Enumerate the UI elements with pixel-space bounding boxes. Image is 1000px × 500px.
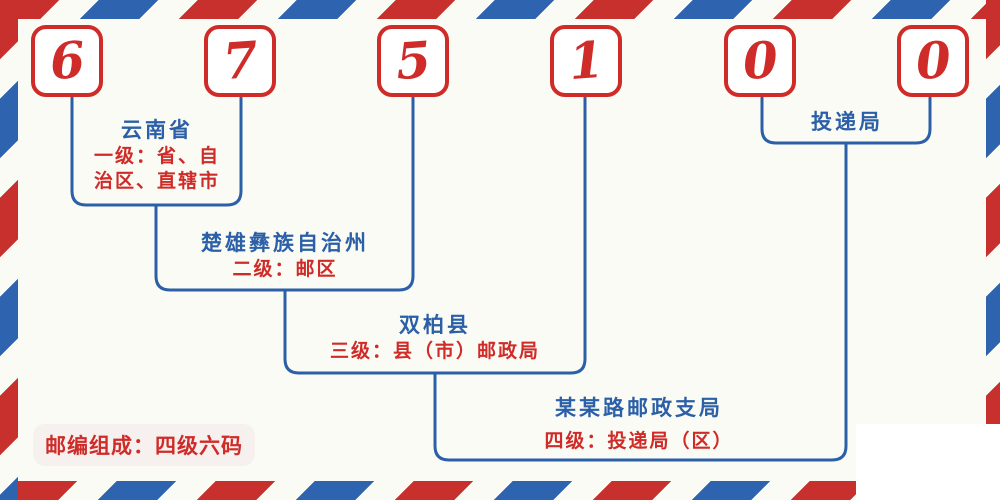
level-2-label: 楚雄彝族自治州 二级：邮区 [201, 227, 369, 282]
delivery-office-label: 投递局 [811, 106, 883, 136]
digit-4: 1 [566, 29, 606, 92]
digit-1: 6 [47, 29, 87, 92]
airmail-border-top [0, 0, 1000, 19]
delivery-office-region: 投递局 [811, 110, 883, 134]
level-1-desc-line2: 治区、直辖市 [93, 170, 221, 192]
digit-5: 0 [740, 29, 780, 92]
digit-box-3: 5 [377, 25, 449, 97]
level-1-desc-line1: 一级：省、自 [93, 145, 221, 167]
digit-box-6: 0 [897, 25, 969, 97]
composition-badge: 邮编组成：四级六码 [33, 424, 255, 466]
digit-box-5: 0 [724, 25, 796, 97]
level-2-region: 楚雄彝族自治州 [201, 231, 369, 255]
level-3-region: 双柏县 [398, 313, 471, 337]
bracket-delivery-office [760, 97, 932, 145]
airmail-border-right [986, 0, 1000, 438]
digit-6: 0 [913, 29, 953, 92]
digit-3: 5 [393, 29, 433, 92]
digit-box-1: 6 [31, 25, 103, 97]
level-4-desc: 四级：投递局（区） [544, 430, 734, 452]
level-2-desc: 二级：邮区 [232, 258, 338, 280]
airmail-border-bottom [18, 481, 856, 500]
digit-2: 7 [220, 29, 260, 92]
digit-box-4: 1 [550, 25, 622, 97]
level-3-desc: 三级：县（市）邮政局 [329, 340, 541, 362]
digit-box-2: 7 [204, 25, 276, 97]
level-4-label: 某某路邮政支局 四级：投递局（区） [544, 392, 733, 454]
level-4-region: 某某路邮政支局 [554, 396, 723, 420]
composition-badge-text: 邮编组成：四级六码 [45, 434, 243, 458]
bracket-level4 [433, 143, 848, 462]
level-1-region: 云南省 [120, 118, 193, 142]
level-3-label: 双柏县 三级：县（市）邮政局 [330, 309, 540, 364]
level-1-label: 云南省 一级：省、自 治区、直辖市 [94, 114, 220, 194]
bottom-right-white-gap [856, 424, 1000, 500]
airmail-border-left [0, 0, 18, 500]
